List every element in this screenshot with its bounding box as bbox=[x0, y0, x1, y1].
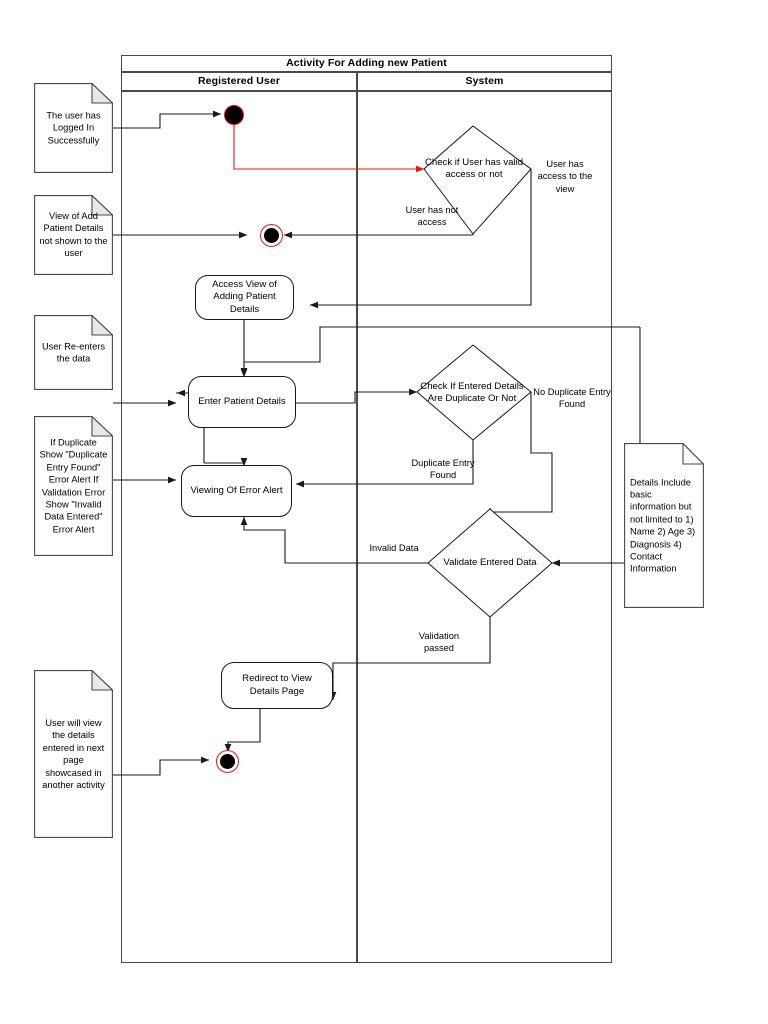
note-error-alerts-text: If Duplicate Show "Duplicate Entry Found… bbox=[39, 437, 108, 535]
final-node-no-access-core bbox=[264, 228, 279, 243]
edge-note-viewnext-to-final2 bbox=[113, 756, 210, 776]
edge-label-no-access: User has not access bbox=[405, 205, 459, 228]
note-view-not-shown: View of Add Patient Details not shown to… bbox=[34, 195, 113, 275]
edge-initial-to-check-access bbox=[233, 124, 425, 173]
final-node-success-core bbox=[220, 754, 235, 769]
note-details-include: Details Include basic information but no… bbox=[624, 443, 704, 608]
edge-duplicate-to-error bbox=[295, 440, 474, 488]
swimlane-frame bbox=[121, 55, 612, 963]
note-shape bbox=[34, 83, 113, 173]
note-view-next-page-text: User will view the details entered in ne… bbox=[42, 717, 105, 790]
lane-header-system: System bbox=[465, 74, 504, 87]
decision-validate-shape bbox=[427, 508, 553, 618]
note-details-include-text: Details Include basic information but no… bbox=[630, 476, 696, 574]
diagram-title: Activity For Adding new Patient bbox=[286, 57, 447, 69]
edge-label-no-duplicate: No Duplicate Entry Found bbox=[533, 387, 611, 410]
note-logged-in: The user has Logged In Successfully bbox=[34, 83, 113, 173]
edge-label-invalid-data: Invalid Data bbox=[369, 543, 419, 553]
note-view-next-page: User will view the details entered in ne… bbox=[34, 670, 113, 838]
decision-validate-label: Validate Entered Data bbox=[443, 556, 537, 568]
note-shape bbox=[34, 416, 113, 556]
note-shape bbox=[34, 315, 113, 390]
decision-check-access-label: Check if User has valid access or not bbox=[424, 156, 524, 181]
activity-access-view[interactable]: Access View of Adding Patient Details bbox=[195, 275, 294, 320]
activity-redirect-view-details[interactable]: Redirect to View Details Page bbox=[221, 662, 333, 709]
lane-header-registered-user: Registered User bbox=[197, 74, 281, 87]
decision-check-access-shape bbox=[423, 125, 532, 235]
note-logged-in-text: The user has Logged In Successfully bbox=[46, 110, 101, 146]
activity-enter-patient-details[interactable]: Enter Patient Details bbox=[188, 376, 296, 428]
note-user-reenters: User Re-enters the data bbox=[34, 315, 113, 390]
note-shape bbox=[34, 195, 113, 275]
activity-viewing-error-alert[interactable]: Viewing Of Error Alert bbox=[181, 465, 292, 517]
swimlane-header-separator bbox=[121, 90, 612, 92]
note-view-not-shown-text: View of Add Patient Details not shown to… bbox=[39, 211, 108, 259]
edge-invalid-to-error bbox=[240, 516, 428, 564]
edge-enter-to-check-duplicate bbox=[296, 388, 418, 404]
edge-redirect-to-final2 bbox=[224, 709, 261, 753]
edge-note-to-initial bbox=[113, 110, 222, 129]
initial-node bbox=[224, 105, 244, 125]
swimlane-title-separator bbox=[121, 71, 612, 73]
edge-label-duplicate-found: Duplicate Entry Found bbox=[411, 458, 475, 481]
edge-has-access-to-access-view bbox=[309, 169, 532, 309]
edge-validation-passed-to-redirect bbox=[329, 617, 491, 701]
swimlane-vertical-divider bbox=[356, 71, 358, 963]
decision-check-duplicate-shape bbox=[416, 344, 532, 441]
note-shape bbox=[34, 670, 113, 838]
edge-label-has-access: User has access to the view bbox=[537, 159, 593, 194]
note-shape bbox=[624, 443, 704, 608]
edge-rightrail-to-enter bbox=[240, 326, 640, 377]
note-error-alerts: If Duplicate Show "Duplicate Entry Found… bbox=[34, 416, 113, 556]
edge-label-validation-passed: Validation passed bbox=[418, 631, 460, 654]
note-user-reenters-text: User Re-enters the data bbox=[41, 341, 106, 364]
decision-check-duplicate-label: Check If Entered Details Are Duplicate O… bbox=[420, 380, 524, 405]
